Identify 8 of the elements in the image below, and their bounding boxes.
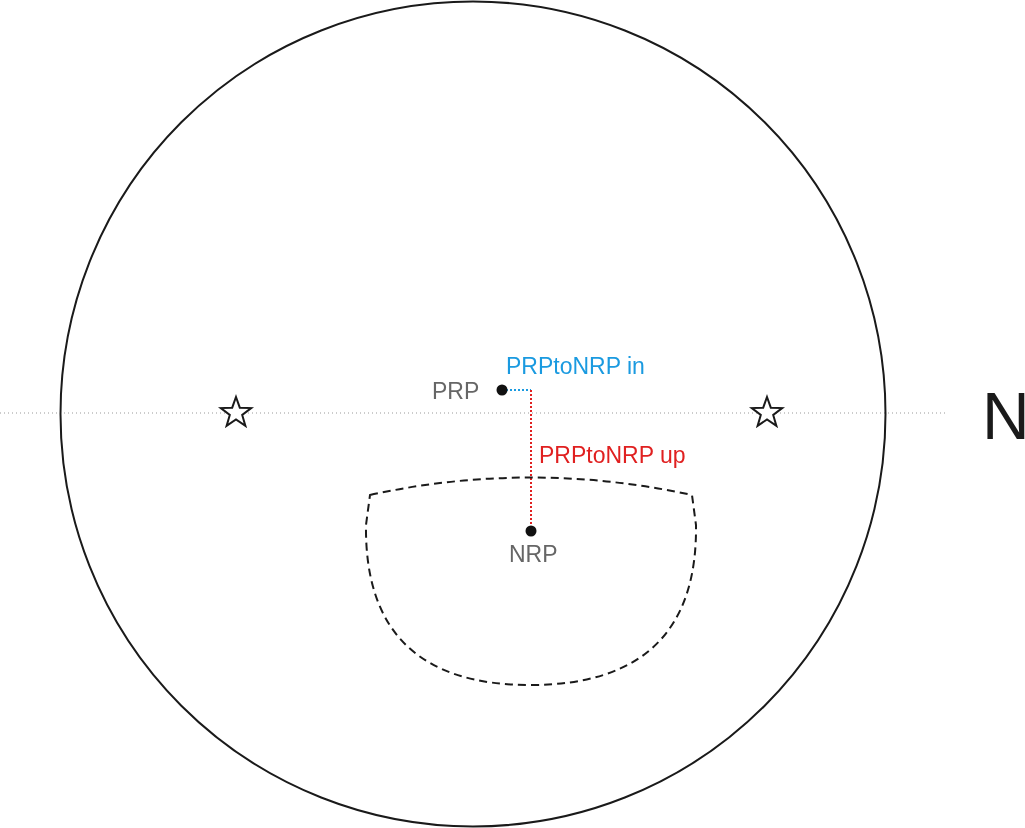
point-label: PRP — [432, 380, 480, 403]
dimension-label: PRPtoNRP up — [539, 444, 686, 467]
direction-letter: N — [982, 383, 1025, 449]
dimension-label: PRPtoNRP in — [506, 355, 645, 378]
point-label: NRP — [509, 543, 558, 566]
boundary-circle — [59, 0, 887, 828]
star-marker — [218, 395, 254, 429]
star-marker — [749, 395, 785, 429]
